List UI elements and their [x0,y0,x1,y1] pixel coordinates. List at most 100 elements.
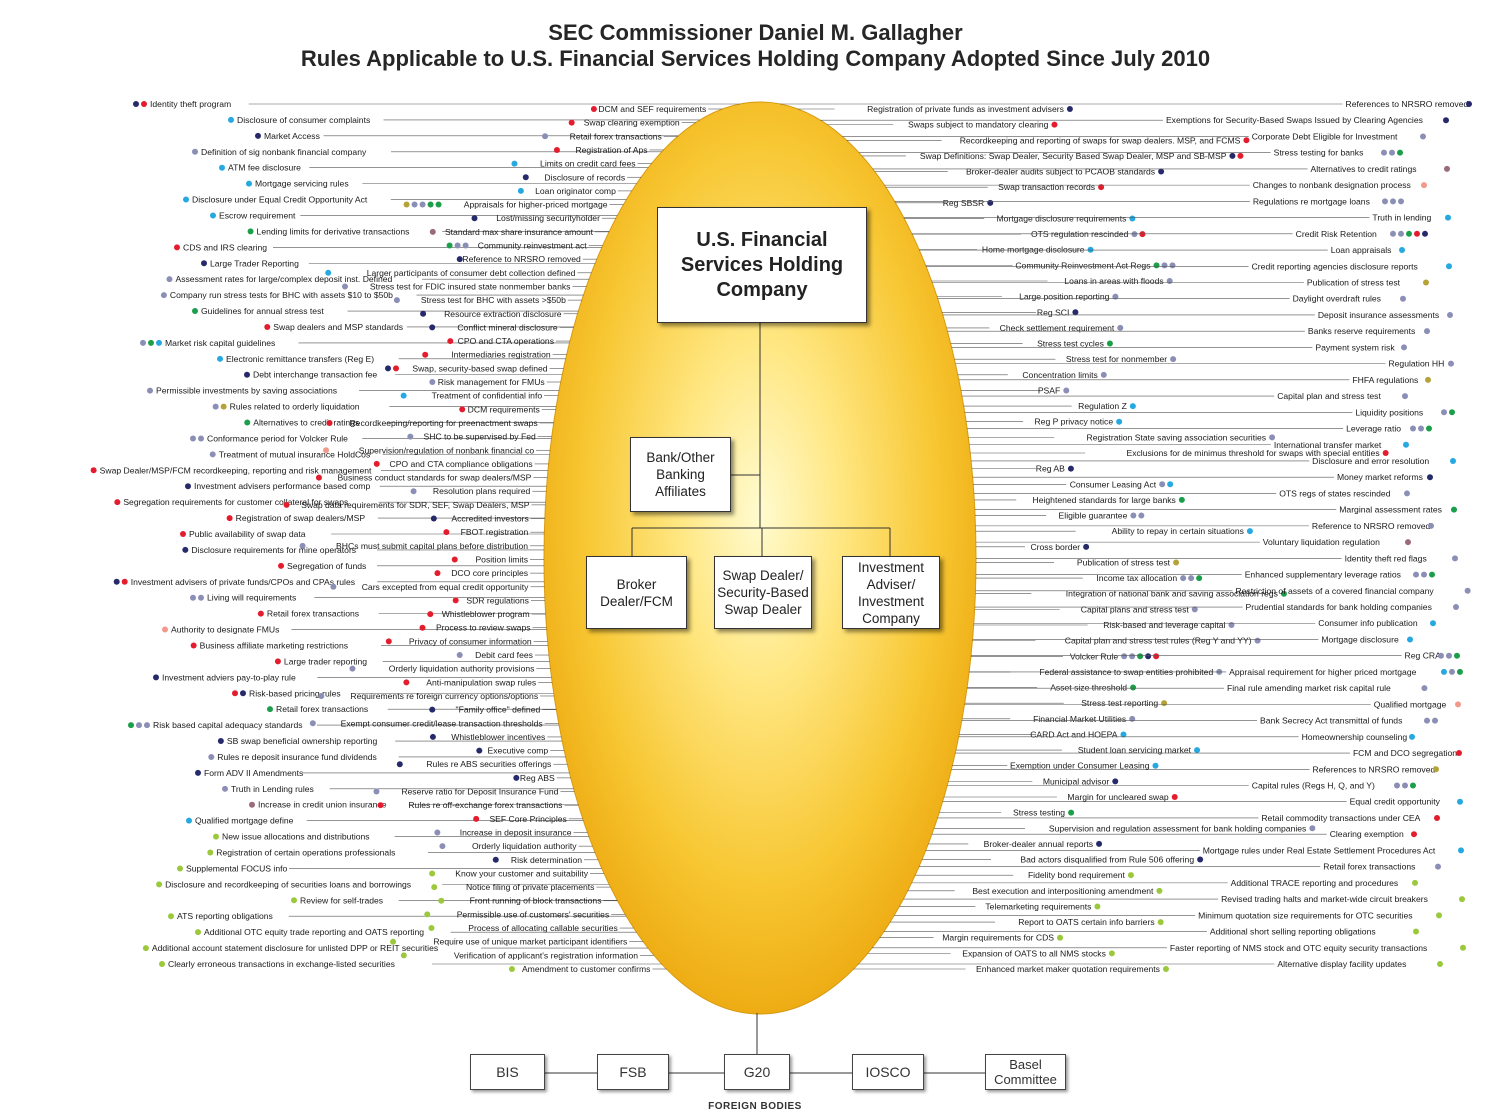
rule-label: Standard max share insurance amount [445,227,594,237]
agency-dot [1454,652,1460,659]
agency-dot [249,801,255,808]
rule-label: Additional OTC equity trade reporting an… [204,927,424,937]
agency-dot [1072,309,1079,316]
agency-dot [168,913,174,920]
rule-label: DCM requirements [468,404,540,414]
rule-label: Clearly erroneous transactions in exchan… [168,959,395,969]
rule-label: Volcker Rule [1070,651,1118,661]
broker-dealer-box: Broker Dealer/FCM [586,556,687,629]
rule-label: Homeownership counseling [1302,732,1408,742]
agency-dot [419,201,426,208]
agency-dot [1460,944,1466,951]
agency-dot [1066,106,1073,112]
rule-label: References to NRSRO removed [1313,764,1436,774]
rule-label: DCM and SEF requirements [598,104,706,114]
agency-dot [1098,184,1105,191]
agency-dot [220,403,227,410]
agency-dot [1424,328,1430,335]
agency-dot [393,365,400,372]
agency-dot [1409,733,1415,740]
rule-label: Daylight overdraft rules [1293,294,1381,304]
rule-label: Consumer info publication [1318,618,1418,628]
rule-label: "Family office" defined [456,705,541,715]
agency-dot [1106,340,1113,347]
rule-label: Regulation HH [1388,359,1444,369]
agency-dot [186,817,192,824]
rule-label: Requirements re foreign currency options… [350,691,538,701]
rule-label: Increase in deposit insurance [460,827,572,837]
rule-label: Disclosure of records [544,172,625,182]
agency-dot [1159,481,1166,488]
agency-dot [1457,798,1463,805]
rule-label: CPO and CTA operations [458,336,554,346]
agency-dot [228,116,234,123]
rule-label: SHC to be supervised by Fed [424,432,536,442]
agency-dot [136,722,142,729]
agency-dot [201,260,207,267]
rule-label: Supplemental FOCUS info [186,863,287,873]
rule-label: Bank Secrecy Act transmittal of funds [1260,716,1402,726]
rule-label: Ability to repay in certain situations [1112,526,1244,536]
agency-dot [1129,215,1136,222]
rule-label: Position limits [475,554,528,564]
agency-dot [1116,418,1123,425]
agency-dot [142,945,149,952]
agency-dot [1399,247,1405,254]
rule-label: Escrow requirement [219,210,296,220]
rule-label: Risk-based pricing rules [249,688,341,698]
agency-dot [1459,896,1465,903]
rule-label: BHCs must submit capital plans before di… [336,541,528,551]
rule-label: Margin for uncleared swap [1067,792,1168,802]
rule-label: Changes to nonbank designation process [1253,180,1411,190]
rule-label: Loan originator comp [535,186,616,196]
agency-dot [326,419,333,426]
agency-dot [195,769,201,776]
rule-label: Equal credit opportunity [1350,797,1441,807]
agency-dot [1196,575,1203,582]
agency-dot [427,201,434,208]
foreign-body-iosco: IOSCO [852,1054,924,1090]
rule-label: Segregation requirements for customer co… [123,497,348,507]
rule-label: Payment system risk [1315,342,1395,352]
rule-label: Loans in areas with floods [1064,276,1163,286]
rule-label: Recordkeeping/reporting for preenactment… [349,418,537,428]
agency-dot [1403,441,1409,448]
title-line-2: Rules Applicable to U.S. Financial Servi… [300,46,1211,71]
rule-label: Risk management for FMUs [438,377,545,387]
rule-label: Retail forex transactions [570,131,662,141]
agency-dot [183,196,189,203]
rule-label: Leverage ratio [1346,424,1401,434]
rule-label: FBOT registration [461,527,529,537]
rule-label: Margin requirements for CDS [942,933,1054,943]
agency-dot [1108,950,1115,957]
rule-label: Assessment rates for large/complex depos… [175,274,392,284]
agency-dot [1051,121,1058,128]
rule-label: Segregation of funds [287,561,366,571]
agency-dot [454,242,461,249]
rule-label: Reg CRA [1405,651,1442,661]
agency-dot [1456,750,1462,757]
rule-label: SB swap beneficial ownership reporting [227,736,378,746]
agency-dot [1158,168,1165,175]
agency-dot [1466,101,1472,107]
agency-dot [184,483,191,490]
agency-dot [1438,652,1444,659]
rule-label: OTS regs of states rescinded [1279,488,1391,498]
agency-dot [1446,652,1452,659]
agency-dot [246,180,252,187]
rule-label: Mortgage disclosure [1321,634,1399,644]
rule-label: Electronic remittance transfers (Reg E) [226,354,374,364]
agency-dot [1405,539,1411,546]
agency-dot [198,435,204,442]
agency-dot [1458,847,1464,854]
agency-dot [217,355,224,362]
agency-dot [1171,794,1178,800]
agency-dot [255,132,261,139]
agency-dot [459,406,466,413]
agency-dot [148,339,154,346]
agency-dot [1129,653,1136,660]
agency-dot [1420,133,1426,140]
rule-label: Swap Dealer/MSP/FCM recordkeeping, repor… [100,465,372,475]
agency-dot [1156,887,1163,894]
agency-dot [162,626,168,633]
